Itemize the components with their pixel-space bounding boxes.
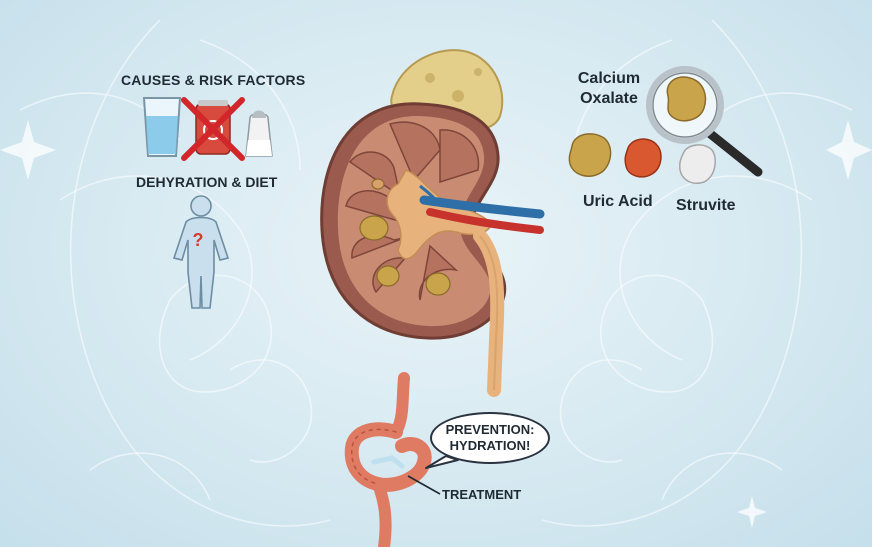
prevention-label: PREVENTION: [445, 422, 535, 437]
dehydration-diet-title: DEHYRATION & DIET [136, 174, 278, 190]
crossed-soda-can-icon [181, 97, 245, 161]
calcium-oxalate-label: Calcium Oxalate [570, 69, 648, 109]
calcium-label-line1: Calcium [577, 70, 641, 87]
water-glass-icon [142, 97, 182, 157]
calcium-oxalate-stone [666, 76, 707, 122]
calcium-label-line2: Oxalate [580, 90, 638, 107]
uric-acid-stone [624, 138, 662, 178]
struvite-label: Struvite [676, 197, 736, 214]
calcium-oxalate-sample-stone [568, 133, 612, 177]
sparkle-icon [826, 120, 872, 180]
treatment-label: TREATMENT [442, 487, 522, 502]
treatment-pointer [407, 475, 441, 495]
hydration-label: HYDRATION! [449, 438, 531, 453]
ureter [473, 229, 505, 397]
kidney [320, 102, 507, 340]
question-mark-icon: ? [193, 230, 204, 250]
prevention-speech-bubble: PREVENTION: HYDRATION! [430, 412, 550, 464]
struvite-stone [679, 144, 717, 184]
sparkle-icon [737, 496, 767, 528]
causes-risk-factors-title: CAUSES & RISK FACTORS [121, 72, 306, 88]
sparkle-icon [0, 120, 56, 180]
uric-acid-label: Uric Acid [583, 193, 653, 210]
human-body-question-icon [172, 195, 230, 309]
salt-shaker-icon [245, 110, 273, 157]
renal-vessels [419, 184, 545, 234]
intestine [344, 372, 432, 547]
